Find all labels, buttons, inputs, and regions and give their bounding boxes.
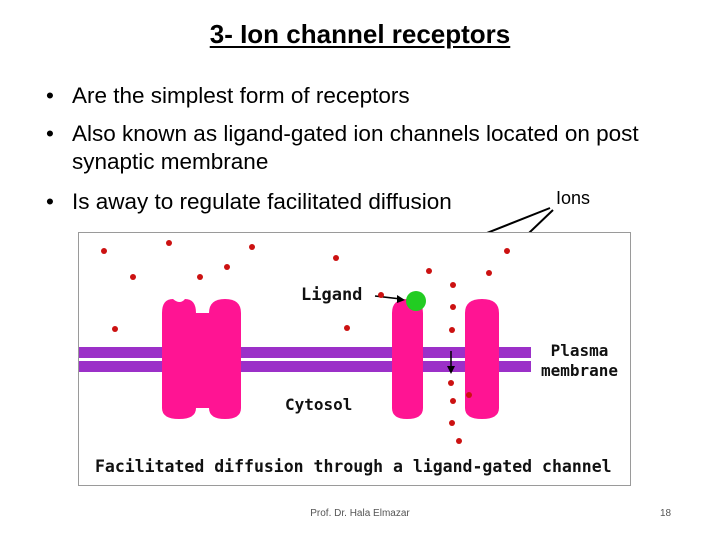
slide-title: 3- Ion channel receptors — [209, 19, 511, 49]
ion — [466, 392, 472, 398]
ion — [449, 420, 455, 426]
cytosol-label: Cytosol — [285, 395, 353, 414]
ion — [486, 270, 492, 276]
ion — [450, 282, 456, 288]
ion — [101, 248, 107, 254]
ion — [197, 274, 203, 280]
channel-subunit-left — [209, 299, 241, 419]
footer-author: Prof. Dr. Hala Elmazar — [310, 508, 410, 519]
ion — [130, 274, 136, 280]
ligand-gated-channel-diagram: Ligand Plasma membrane Cytosol Facilitat… — [78, 232, 631, 486]
plasma-membrane — [79, 361, 531, 372]
ions — [101, 240, 510, 444]
page-number: 18 — [660, 508, 672, 519]
bullet-item: Is away to regulate facilitated diffusio… — [46, 188, 686, 216]
ion — [504, 248, 510, 254]
bullet-list: Are the simplest form of receptors Also … — [46, 82, 686, 226]
ligand-molecule — [406, 291, 426, 311]
channel-illustration — [79, 240, 531, 444]
ion — [449, 327, 455, 333]
plasma-membrane-label: Plasma membrane — [541, 341, 619, 380]
ion — [426, 268, 432, 274]
ion — [448, 380, 454, 386]
ion — [166, 240, 172, 246]
bullet-item: Are the simplest form of receptors — [46, 82, 686, 110]
ion — [450, 304, 456, 310]
ion — [344, 325, 350, 331]
ion — [378, 292, 384, 298]
ion — [456, 438, 462, 444]
ion — [112, 326, 118, 332]
ion — [249, 244, 255, 250]
channel-subunit-left — [162, 299, 196, 419]
bullet-item: Also known as ligand-gated ion channels … — [46, 120, 686, 176]
channel-subunit-right — [465, 299, 499, 419]
channel-subunit-right — [392, 299, 423, 419]
ion — [224, 264, 230, 270]
diagram-caption: Facilitated diffusion through a ligand-g… — [95, 457, 612, 476]
ion — [333, 255, 339, 261]
ion — [450, 398, 456, 404]
ions-label: Ions — [556, 188, 591, 208]
ligand-label: Ligand — [301, 285, 363, 305]
plasma-membrane — [79, 347, 531, 358]
